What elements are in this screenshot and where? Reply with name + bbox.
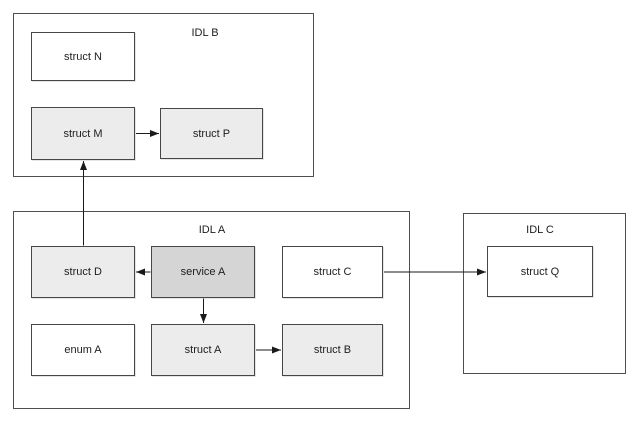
node-struct-c: struct C (282, 246, 383, 298)
cluster-idl-c-title: IDL C (526, 224, 554, 236)
node-struct-m-label: struct M (63, 127, 103, 140)
node-struct-q: struct Q (487, 246, 593, 297)
node-struct-c-label: struct C (313, 266, 352, 278)
node-struct-m: struct M (31, 107, 135, 160)
node-struct-a: struct A (151, 324, 255, 376)
node-struct-d-label: struct D (64, 266, 102, 278)
node-struct-q-label: struct Q (520, 265, 560, 278)
node-struct-b: struct B (282, 324, 383, 376)
node-service-a: service A (151, 246, 255, 298)
node-struct-p: struct P (160, 108, 263, 159)
node-enum-a: enum A (31, 324, 135, 376)
node-service-a-label: service A (180, 266, 226, 278)
node-struct-a-label: struct A (184, 344, 222, 356)
cluster-idl-a: IDL A (13, 211, 410, 409)
node-enum-a-label: enum A (64, 344, 102, 356)
cluster-idl-b-title: IDL B (191, 27, 219, 39)
node-struct-d: struct D (31, 246, 135, 298)
node-struct-n-label: struct N (64, 50, 102, 63)
node-struct-b-label: struct B (313, 344, 352, 356)
node-struct-n: struct N (31, 32, 135, 81)
node-struct-p-label: struct P (192, 127, 231, 140)
cluster-idl-a-title: IDL A (198, 224, 226, 236)
